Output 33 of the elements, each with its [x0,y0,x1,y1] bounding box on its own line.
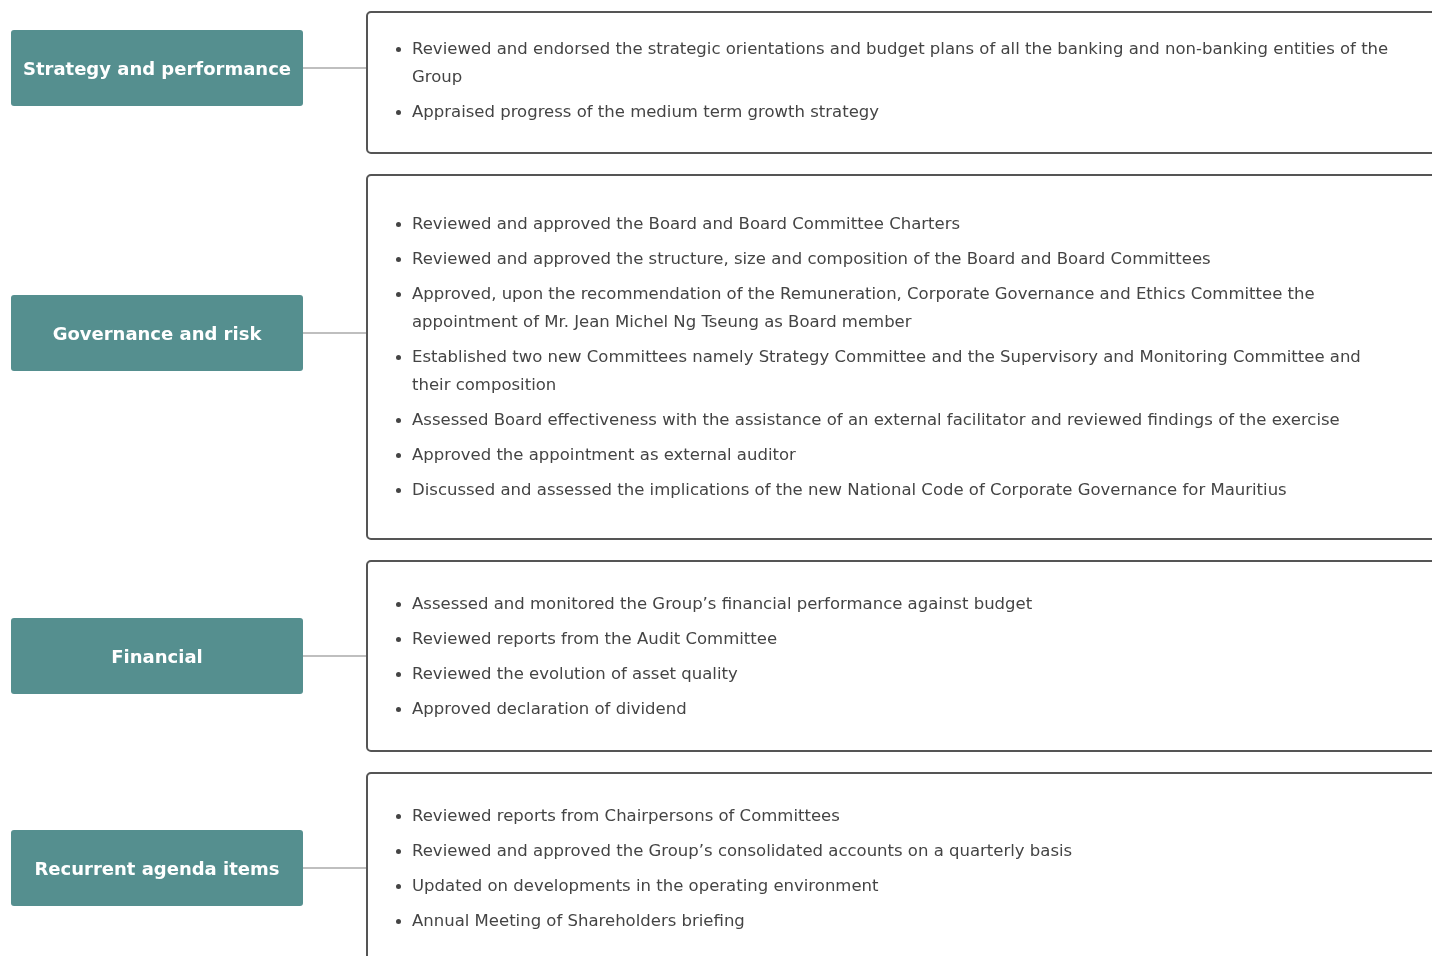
bullet-item: Approved, upon the recommendation of the Remuneration, Corporate Governance and Ethics Committee the appointment of Mr. Jean Michel Ng Tseung as Board member [412,284,1315,331]
connector-line [302,67,367,69]
bullet-item: Reviewed reports from the Audit Committee [412,629,778,648]
category-box [11,295,303,371]
bullet-item: Discussed and assessed the implications of the new National Code of Corporate Governance for Mauritius [412,480,1287,499]
category-box [11,830,303,906]
connector-line [302,867,367,869]
bullet-item: Updated on developments in the operating environment [412,876,879,895]
bullet-item: Appraised progress of the medium term growth strategy [412,102,880,121]
bullet-list-panel [366,174,1432,540]
bullet-list-panel [366,11,1432,154]
bullet-item: Reviewed reports from Chairpersons of Committees [412,806,840,825]
bullet-item: Annual Meeting of Shareholders briefing [412,911,745,930]
category-label: Financial [111,645,203,667]
bullet-item: Approved the appointment as external auditor [412,445,796,464]
bullet-item: Reviewed and approved the structure, size and composition of the Board and Board Committees [412,249,1211,268]
bullet-list-panel [366,560,1432,752]
category-label: Recurrent agenda items [34,857,280,879]
category-label: Governance and risk [52,322,262,344]
bullet-item: Reviewed and approved the Board and Board Committee Charters [412,214,961,233]
bullet-item: Reviewed the evolution of asset quality [412,664,738,683]
bullet-item: Reviewed and approved the Group’s consolidated accounts on a quarterly basis [412,841,1073,860]
connector-line [302,332,367,334]
bullet-item: Assessed Board effectiveness with the assistance of an external facilitator and reviewed findings of the exercise [412,410,1340,429]
connector-line [302,655,367,657]
bullet-item: Reviewed and endorsed the strategic orientations and budget plans of all the banking and non-banking entities of the Group [412,39,1389,86]
category-box [11,618,303,694]
category-label: Strategy and performance [22,57,291,79]
category-box [11,30,303,106]
bullet-item: Assessed and monitored the Group’s financial performance against budget [412,594,1033,613]
bullet-item: Established two new Committees namely Strategy Committee and the Supervisory and Monitoring Committee and their composition [412,347,1361,394]
bullet-item: Approved declaration of dividend [412,699,687,718]
bullet-list-panel [366,772,1432,956]
